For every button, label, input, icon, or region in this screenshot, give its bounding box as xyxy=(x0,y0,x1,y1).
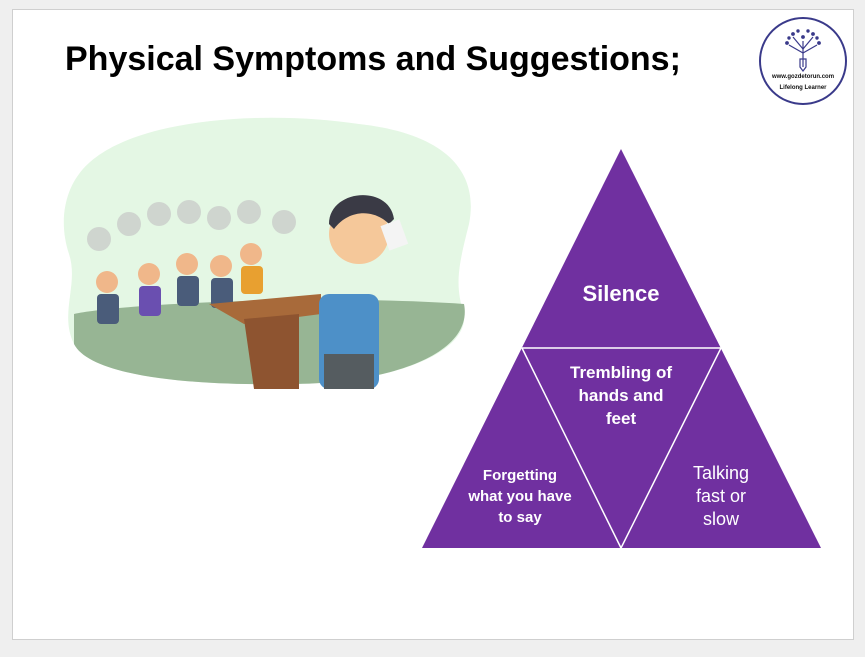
logo-tagline: Lifelong Learner xyxy=(779,85,827,91)
nervous-speaker-illustration xyxy=(63,117,471,389)
pyramid-center-label: Trembling of hands and feet xyxy=(570,363,672,428)
pyramid-divider xyxy=(521,347,622,549)
pencil-tree-icon xyxy=(785,29,821,72)
pyramid-left-label: Forgetting what you have to say xyxy=(468,467,572,526)
pyramid-divider xyxy=(620,347,722,549)
pyramid-top-label: Silence xyxy=(582,281,660,306)
slide: Physical Symptoms and Suggestions; www.g… xyxy=(12,9,854,640)
symptoms-pyramid xyxy=(422,149,821,549)
pyramid-right-label: Talking fast or slow xyxy=(692,463,750,529)
logo-url: www.gozdetorun.com xyxy=(771,74,835,80)
logo: www.gozdetorun.com Lifelong Learner xyxy=(759,17,847,105)
slide-title: Physical Symptoms and Suggestions; xyxy=(65,40,681,78)
